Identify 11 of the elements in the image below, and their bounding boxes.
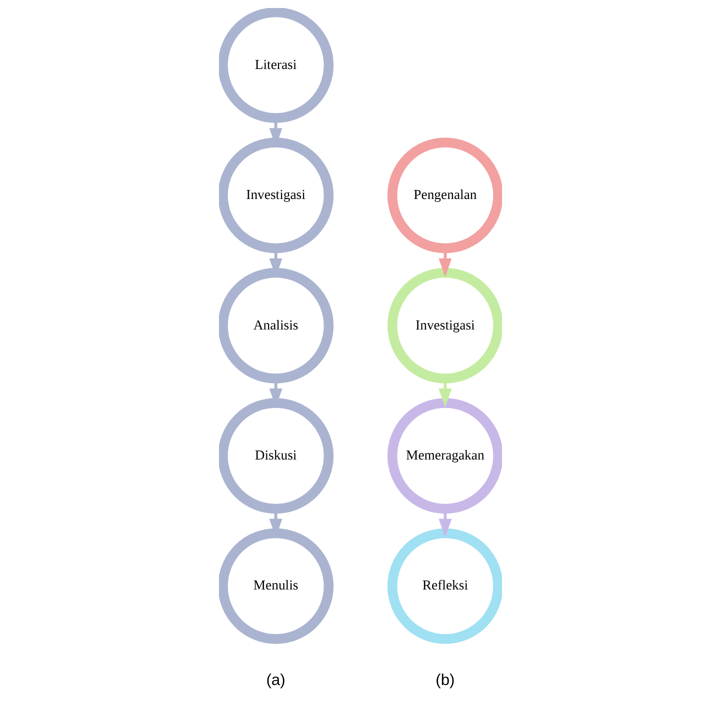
node-circle: Literasi [218,8,334,123]
node-circle: Diskusi [218,398,334,514]
label: (b) [435,672,454,689]
label: (a) [266,672,285,689]
node-circle: Investigasi [218,138,334,254]
node-circle: Refleksi [386,528,502,644]
node-circle: Investigasi [386,268,502,384]
node-circle: Menulis [218,528,334,644]
node-circle: Pengenalan [386,138,502,254]
node-circle: Memeragakan [386,398,502,514]
node-circle: Analisis [218,268,334,384]
